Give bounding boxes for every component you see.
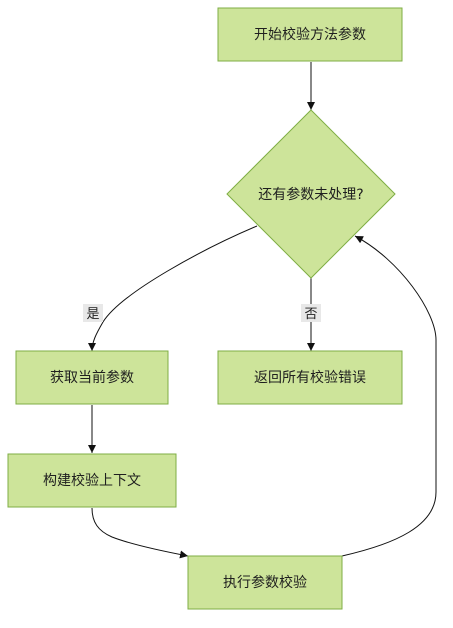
- node-start: 开始校验方法参数: [217, 7, 403, 62]
- node-decision-label: 还有参数未处理?: [258, 186, 363, 203]
- node-return-errors-label: 返回所有校验错误: [254, 369, 366, 386]
- node-get-param-label: 获取当前参数: [50, 369, 134, 386]
- edge-execute-loop-to-decision: [341, 235, 437, 557]
- edge-label-no: 否: [301, 304, 321, 322]
- node-return-errors: 返回所有校验错误: [217, 350, 403, 405]
- edge-label-yes-bg: [83, 304, 103, 322]
- edge-build-context-to-execute: [91, 507, 189, 559]
- edge-label-yes: 是: [83, 304, 103, 322]
- edge-label-yes-text: 是: [86, 307, 99, 322]
- node-get-param: 获取当前参数: [15, 350, 169, 405]
- node-build-context: 构建校验上下文: [7, 453, 177, 508]
- edge-label-no-bg: [301, 304, 321, 322]
- node-build-context-label: 构建校验上下文: [43, 472, 141, 489]
- node-start-label: 开始校验方法参数: [254, 26, 366, 43]
- node-decision: 还有参数未处理?: [226, 109, 396, 279]
- edge-decision-to-get-param: [88, 225, 258, 352]
- node-execute-label: 执行参数校验: [223, 574, 307, 591]
- node-execute: 执行参数校验: [187, 555, 343, 610]
- edge-label-no-text: 否: [304, 307, 317, 322]
